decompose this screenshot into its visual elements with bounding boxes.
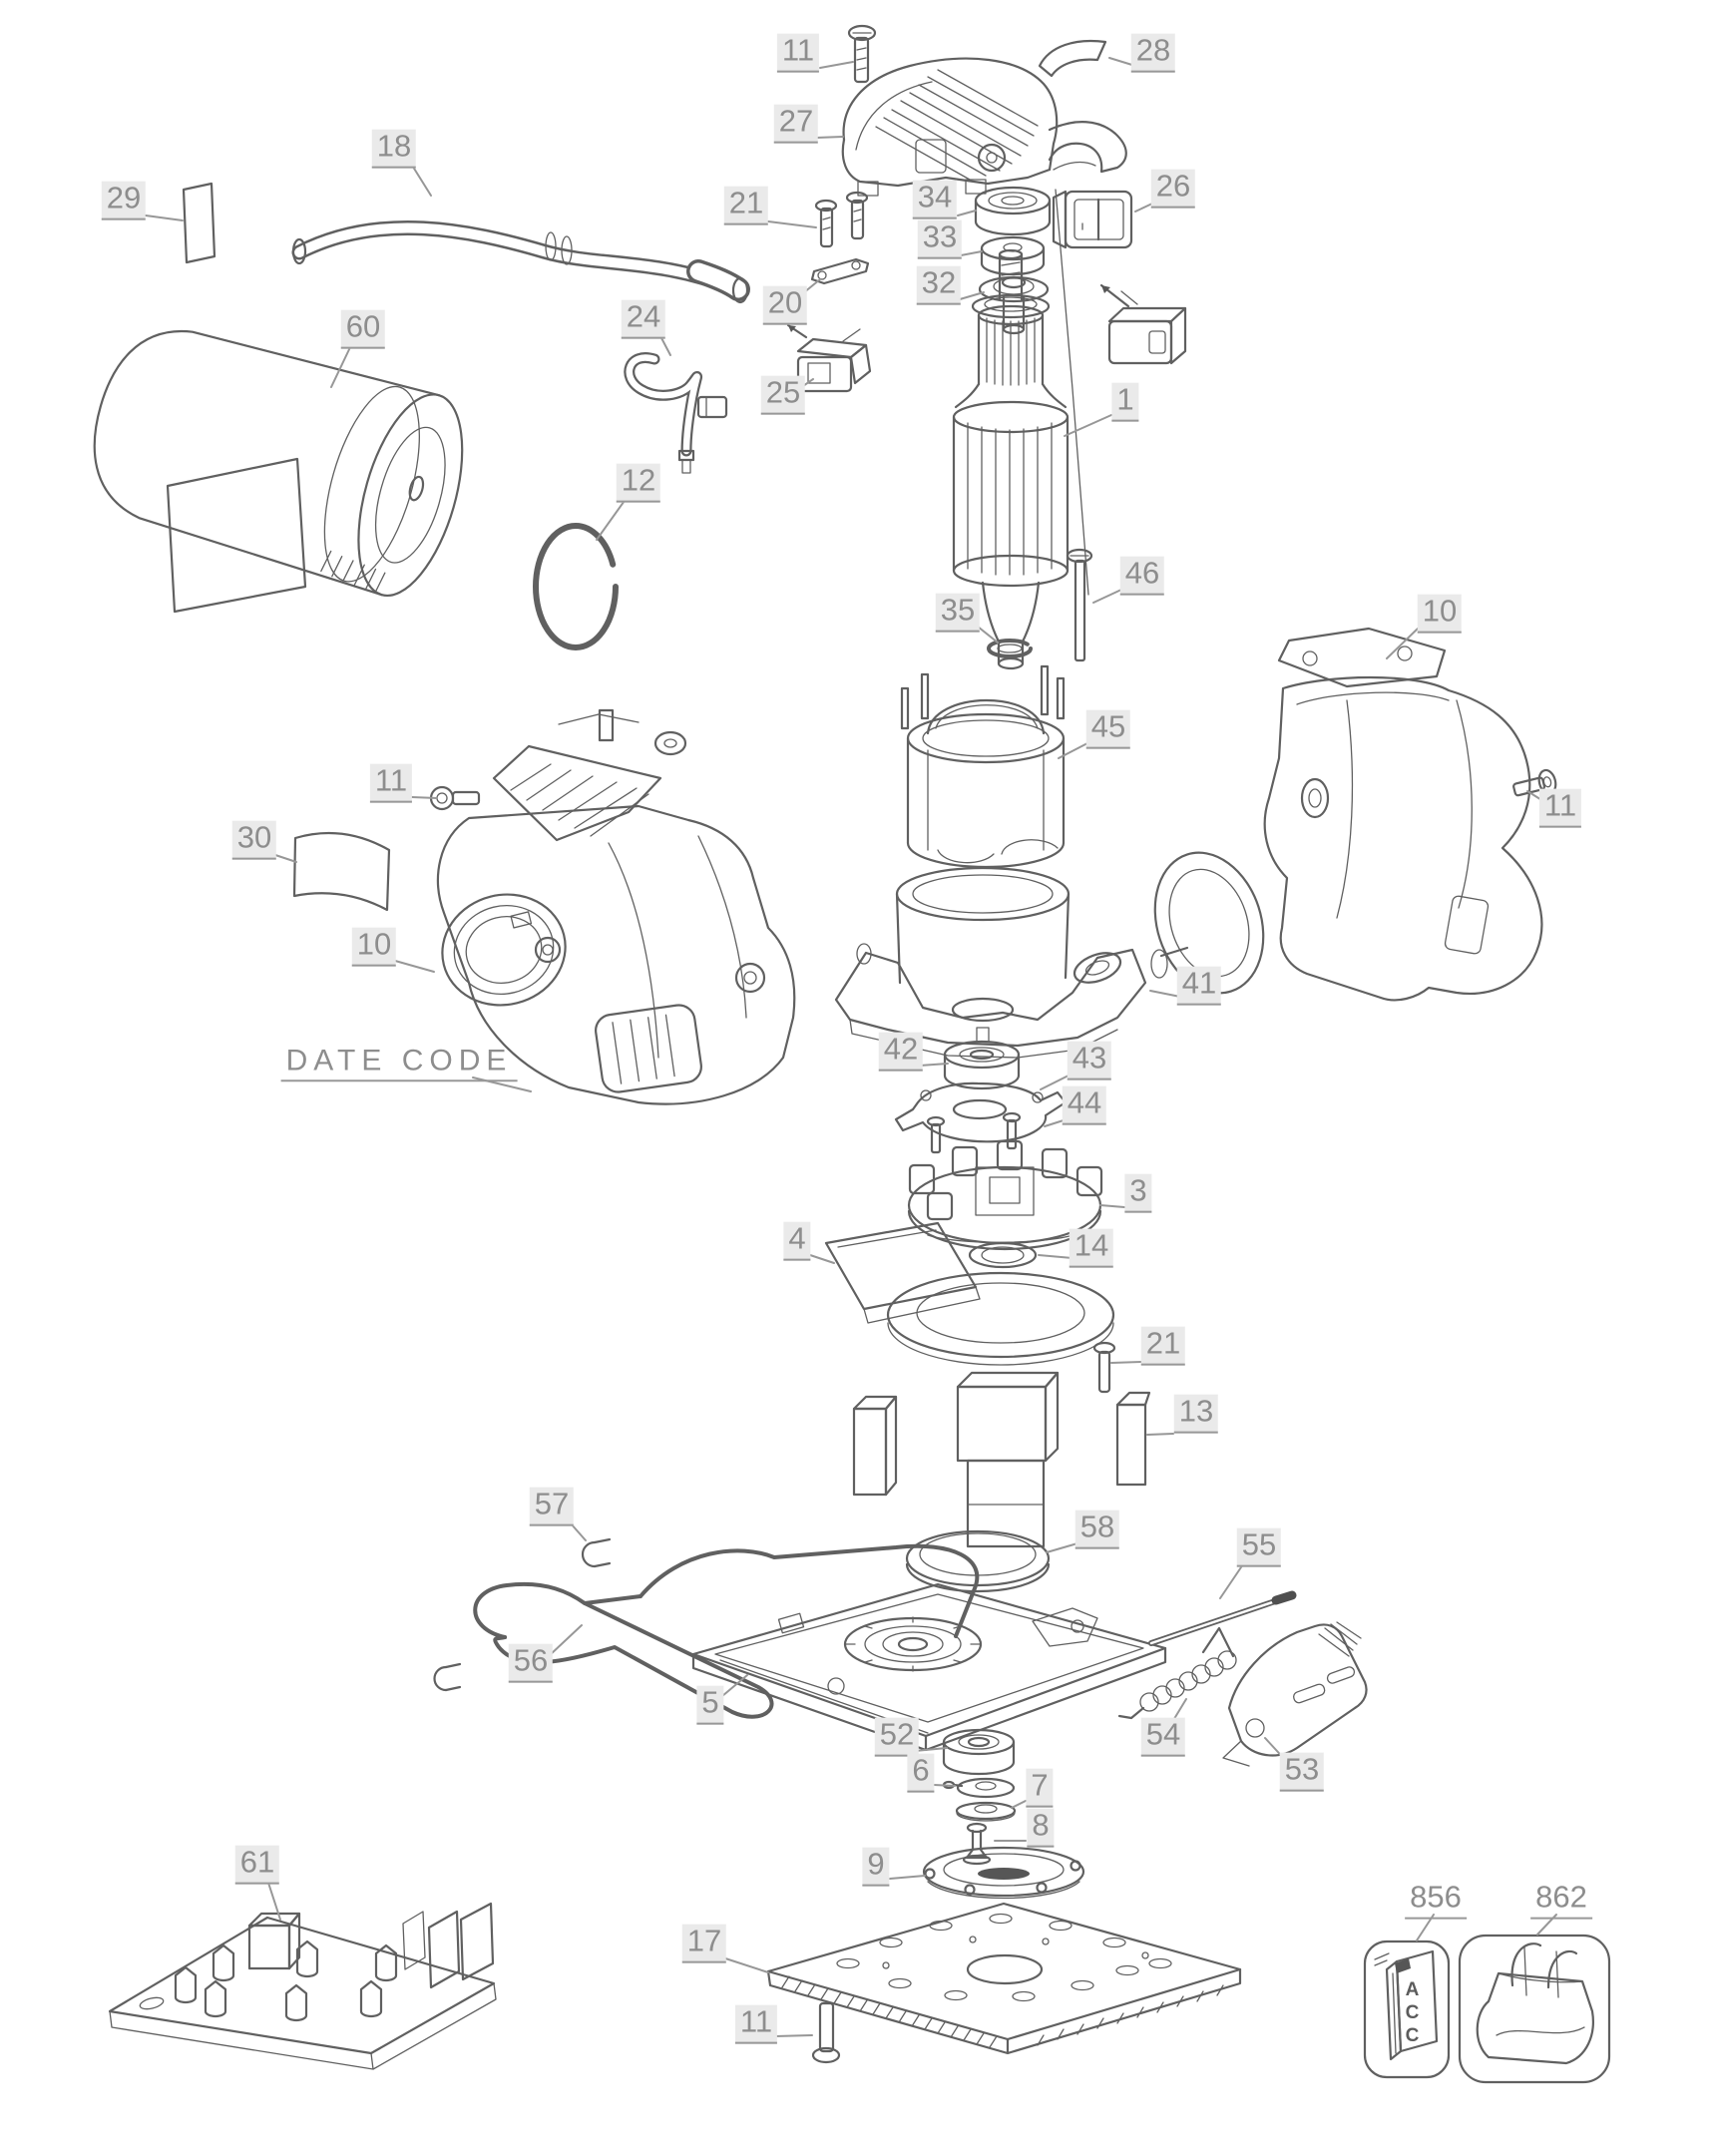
spindle-bearing-icon [942, 1728, 1016, 1776]
leader-line-10-right [1386, 628, 1419, 659]
leader-line-11-bottom [774, 2034, 813, 2037]
brush-module-icon [1099, 283, 1187, 365]
screw-icon [811, 2001, 841, 2064]
leader-line-46 [1092, 589, 1122, 604]
dust-canister-icon [93, 329, 464, 614]
base-housing-icon [691, 1582, 1167, 1752]
wire-clip-icon [433, 1537, 612, 1692]
leader-lines [145, 57, 1557, 2037]
leader-line-29 [145, 215, 184, 221]
leader-line-17 [721, 1956, 769, 1973]
leader-line-34 [957, 210, 977, 216]
fan-assembly-icon [907, 1139, 1103, 1251]
cord-protector-icon [624, 352, 728, 474]
leader-line-862 [1536, 1914, 1557, 1936]
leader-line-4 [809, 1254, 835, 1264]
leader-line-53 [1264, 1737, 1289, 1764]
switch-icon [1052, 190, 1133, 249]
field-stator-icon [900, 664, 1066, 869]
washer-icon [980, 235, 1046, 276]
pivot-rod-icon [1148, 1590, 1297, 1646]
leader-line-date-code [472, 1077, 532, 1092]
motor-cover-icon [841, 57, 1127, 596]
dust-shroud-icon [824, 1221, 1115, 1366]
wireform-icon [473, 1543, 980, 1719]
leader-line-1 [1064, 414, 1112, 437]
screw-icon [1092, 1341, 1116, 1394]
spindle-screw-icon [962, 1822, 992, 1866]
bearing-clamp-icon [942, 1777, 1016, 1799]
leader-line-11-top [819, 61, 854, 69]
leader-line-54 [1168, 1698, 1187, 1728]
tool-bag-icon [1458, 1934, 1611, 2084]
leader-line-56 [549, 1624, 583, 1656]
power-cord-icon [291, 220, 750, 304]
leader-line-14 [1038, 1254, 1073, 1259]
cord-clamp-icon [786, 323, 872, 393]
accessory-card-icon [1363, 1940, 1451, 2079]
torsion-spring-icon [1117, 1626, 1237, 1720]
retaining-ring-icon [533, 523, 619, 650]
spacer-ring-icon [968, 1241, 1038, 1269]
wave-washer-icon [987, 639, 1033, 658]
tray-pegs [174, 1940, 398, 2022]
counterweight-icon [852, 1371, 1151, 1548]
armature-icon [952, 248, 1070, 670]
leader-line-20 [797, 278, 821, 298]
leader-line-21-top [767, 220, 817, 228]
leader-line-27 [815, 136, 844, 139]
cover-insert-icon [1038, 40, 1107, 78]
motor-mount-icon [834, 866, 1147, 1059]
leader-line-30 [274, 854, 297, 863]
leader-line-58 [1046, 1542, 1078, 1553]
housing-left-icon [436, 708, 796, 1105]
leader-line-7 [1011, 1800, 1027, 1809]
retainer-ring-icon [922, 1846, 1085, 1900]
leader-line-35 [977, 626, 999, 644]
leader-line-45 [1058, 742, 1088, 759]
label-tag-icon [182, 182, 216, 264]
acc-label: ACC [1402, 1979, 1423, 2048]
ball-bearing-icon [943, 1040, 1021, 1090]
screw-pair-icon [814, 191, 869, 248]
peg-tray-icon [108, 1902, 497, 2070]
screw-icon [429, 785, 481, 811]
leader-line-57 [570, 1522, 587, 1541]
leader-line-32 [959, 291, 985, 300]
clamp-lever-icon [1222, 1621, 1368, 1767]
platen-pad-icon [766, 1902, 1242, 2055]
leader-line-33 [960, 250, 983, 256]
leader-line-42 [919, 1063, 949, 1067]
leader-line-61 [266, 1879, 281, 1921]
leader-line-6 [933, 1784, 956, 1787]
leader-line-28 [1108, 57, 1136, 67]
screw-icon [847, 24, 877, 84]
leader-line-5 [721, 1674, 748, 1697]
bearing-retainer-icon [894, 1081, 1068, 1154]
through-bolt-icon [1066, 548, 1093, 662]
leader-line-18 [410, 163, 432, 197]
leader-line-55 [1219, 1560, 1246, 1599]
leader-line-3 [1099, 1204, 1125, 1208]
leader-line-13 [1146, 1433, 1174, 1436]
leader-line-60 [330, 344, 352, 388]
housing-right-icon [1150, 627, 1543, 1002]
leader-line-10-left [394, 960, 435, 973]
terminal-link-icon [810, 257, 870, 285]
eccentric-washer-icon [955, 1801, 1017, 1822]
leader-line-856 [1416, 1914, 1435, 1941]
leader-line-9 [889, 1875, 926, 1880]
leader-line-52 [914, 1747, 948, 1752]
leader-line-21-low [1110, 1361, 1142, 1364]
leader-line-12 [596, 497, 628, 541]
leader-line-41 [1149, 990, 1181, 998]
leader-line-26 [1134, 203, 1153, 213]
leader-line-11-left [411, 796, 438, 799]
leader-line-24 [658, 333, 671, 356]
nameplate-icon [292, 832, 391, 912]
bearing-icon [974, 186, 1052, 236]
leader-line-44 [1044, 1118, 1068, 1127]
leader-line-43 [1040, 1074, 1072, 1090]
